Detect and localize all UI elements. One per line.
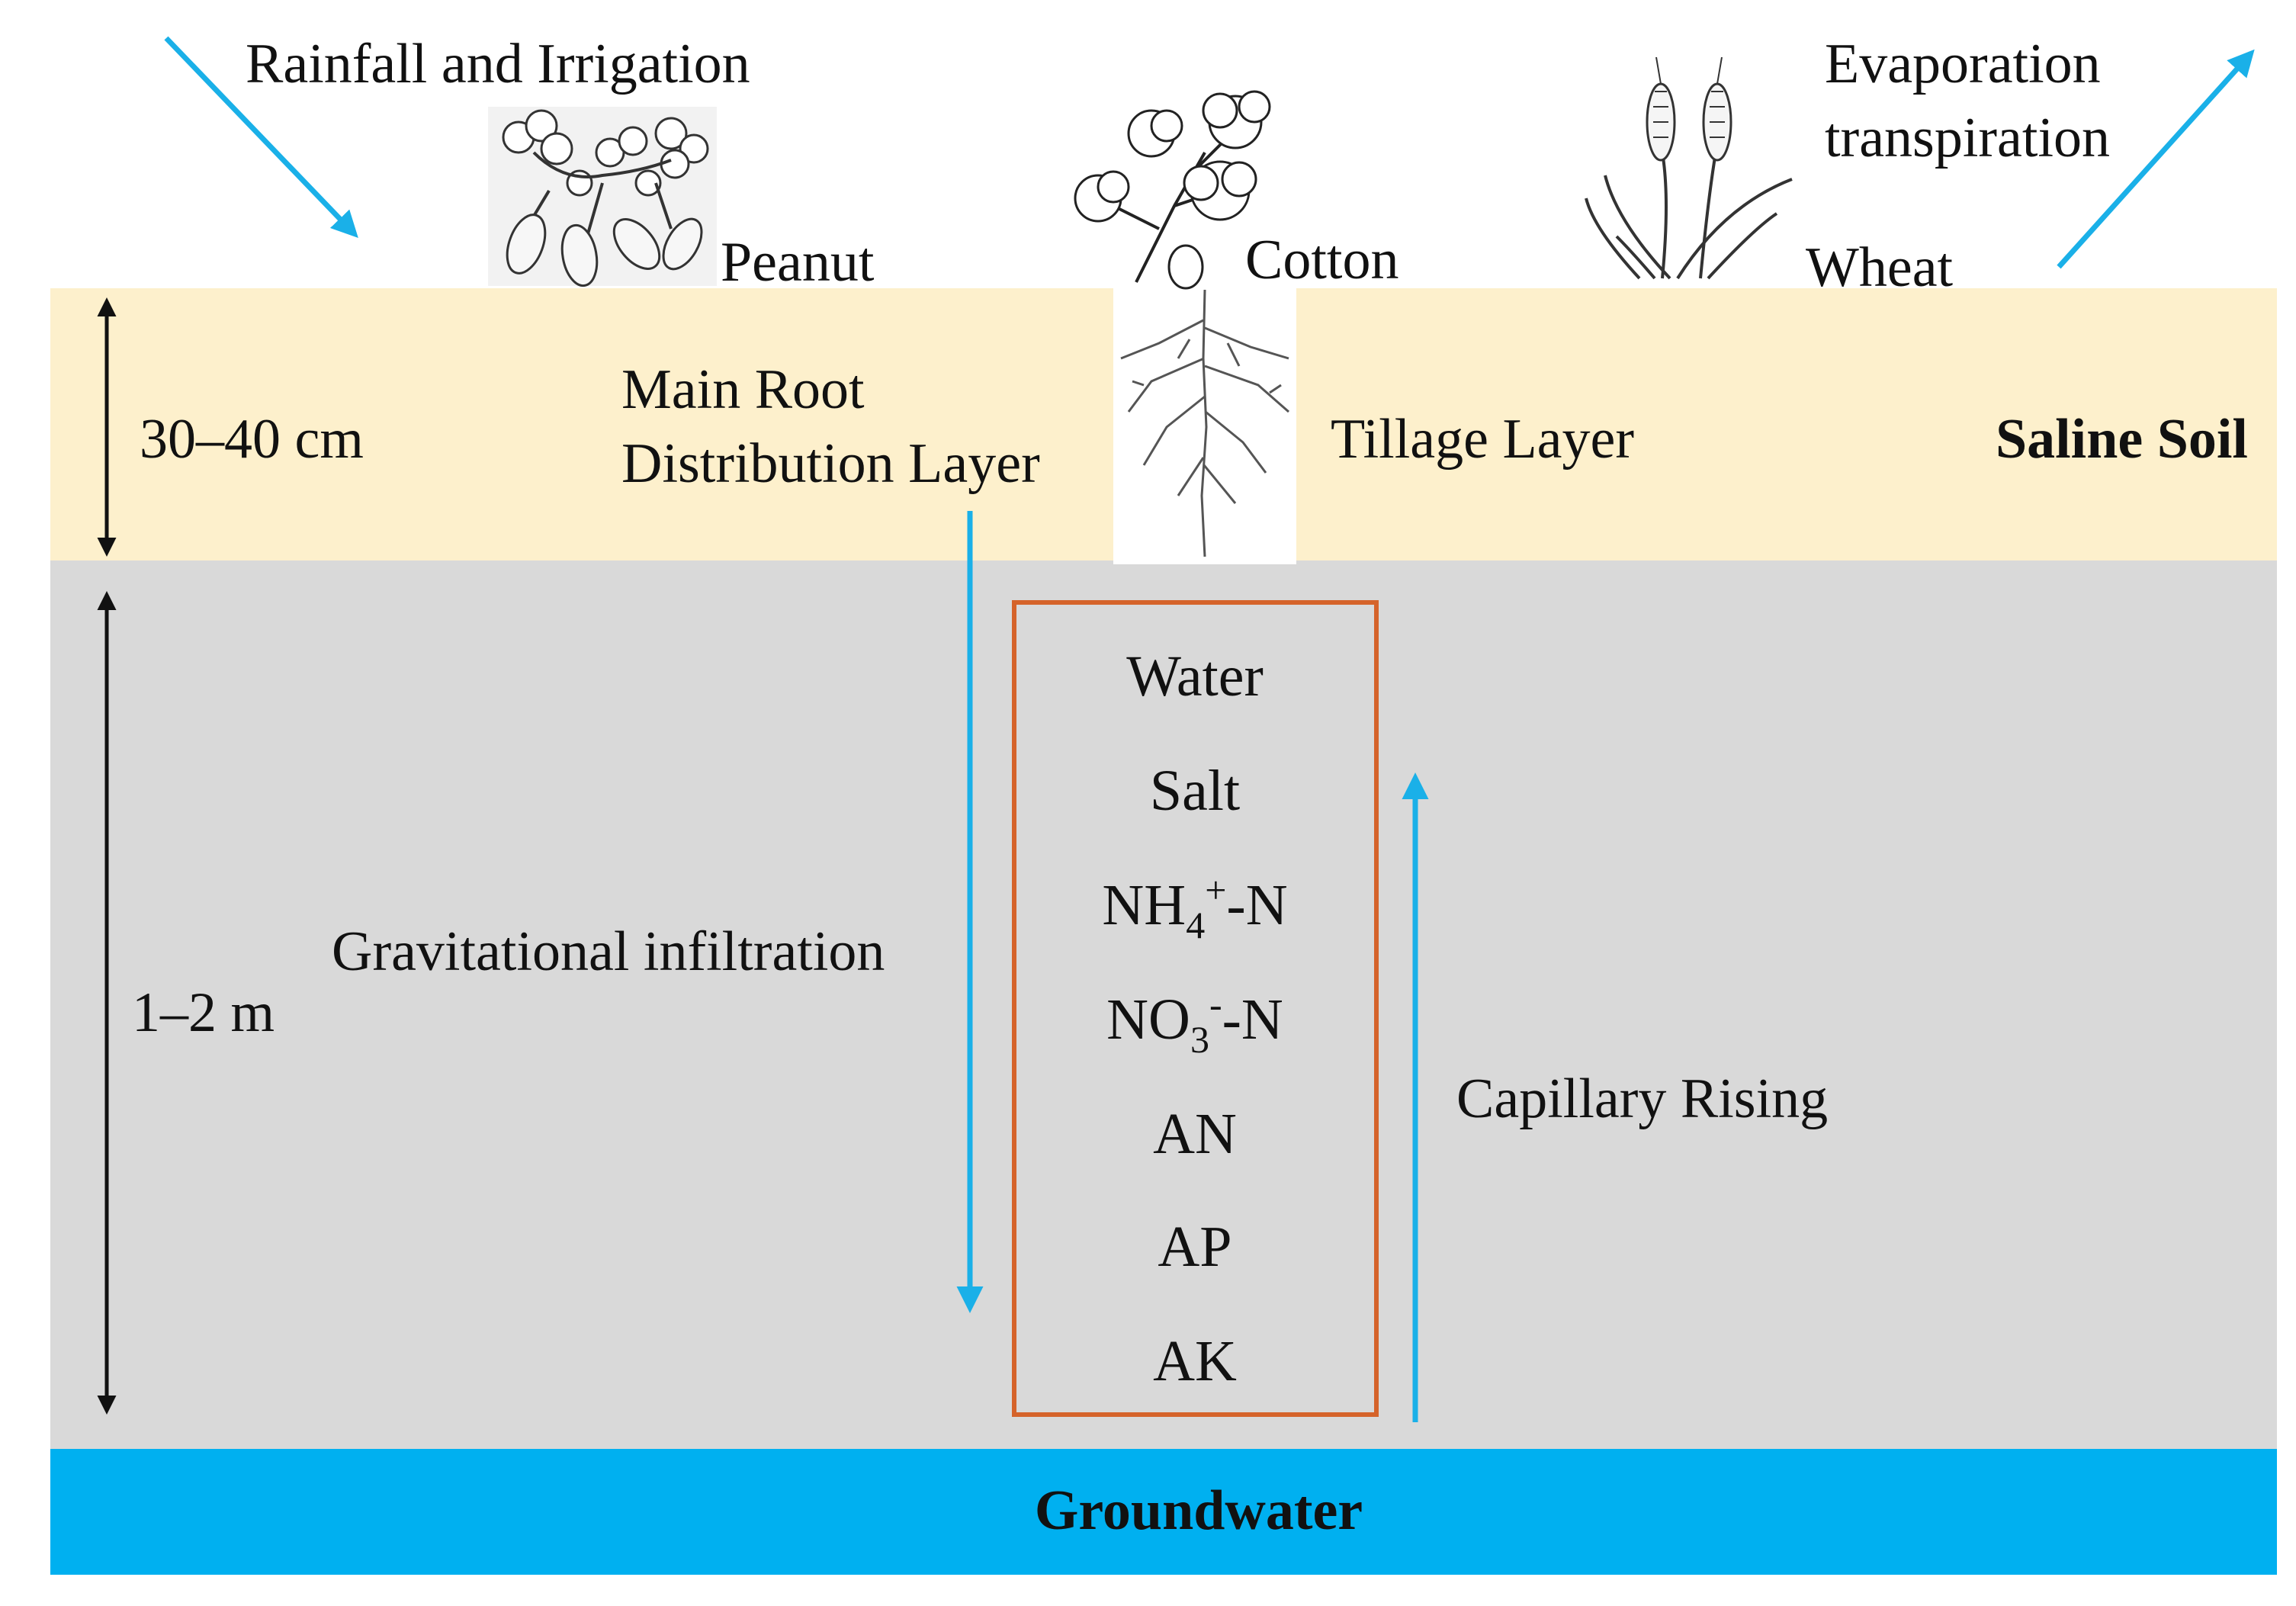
peanut-plant-icon (488, 107, 717, 287)
root-layer-label-line2: Distribution Layer (621, 432, 1040, 495)
nutrient-ak: AK (1153, 1329, 1237, 1393)
nutrient-nh4-tail: -N (1226, 873, 1287, 937)
nutrient-salt: Salt (1150, 759, 1240, 823)
cotton-root-icon (1113, 282, 1296, 564)
nutrient-no3: NO3--N (1106, 983, 1283, 1061)
cotton-label: Cotton (1245, 229, 1398, 291)
nutrient-no3-sub: 3 (1190, 1018, 1209, 1061)
gravitational-infiltration-label: Gravitational infiltration (332, 920, 885, 983)
nutrient-no3-sup: - (1209, 983, 1222, 1026)
saline-soil-label: Saline Soil (1996, 408, 2248, 471)
evaporation-label-line1: Evaporation (1825, 33, 2101, 95)
rainfall-label: Rainfall and Irrigation (246, 33, 750, 95)
nutrient-nh4-sub: 4 (1186, 904, 1205, 946)
wheat-plant-icon (1585, 56, 1793, 280)
wheat-label: Wheat (1806, 236, 1954, 299)
peanut-label: Peanut (721, 231, 875, 294)
nutrient-nh4-base: NH (1102, 873, 1186, 937)
tillage-depth-label: 30–40 cm (140, 408, 364, 471)
evaporation-label-line2: transpiration (1825, 107, 2110, 169)
capillary-rising-label: Capillary Rising (1456, 1068, 1828, 1130)
groundwater-layer (50, 1449, 2277, 1575)
rainfall-arrow (164, 36, 358, 239)
nutrient-nh4-sup: + (1205, 869, 1226, 911)
root-layer-label-line1: Main Root (621, 358, 865, 421)
nutrient-an: AN (1153, 1102, 1237, 1166)
subsoil-layer (50, 560, 2277, 1449)
evaporation-arrow (2057, 49, 2255, 269)
subsoil-depth-label: 1–2 m (132, 981, 275, 1044)
nutrient-box (1012, 600, 1379, 1417)
nutrient-water: Water (1126, 644, 1264, 708)
groundwater-label: Groundwater (1035, 1479, 1363, 1542)
tillage-layer-label: Tillage Layer (1331, 408, 1634, 471)
cotton-plant-icon (1074, 90, 1271, 290)
nutrient-no3-tail: -N (1222, 988, 1283, 1052)
nutrient-nh4: NH4+-N (1102, 869, 1287, 946)
nutrient-no3-base: NO (1106, 988, 1190, 1052)
nutrient-ap: AP (1158, 1215, 1231, 1279)
